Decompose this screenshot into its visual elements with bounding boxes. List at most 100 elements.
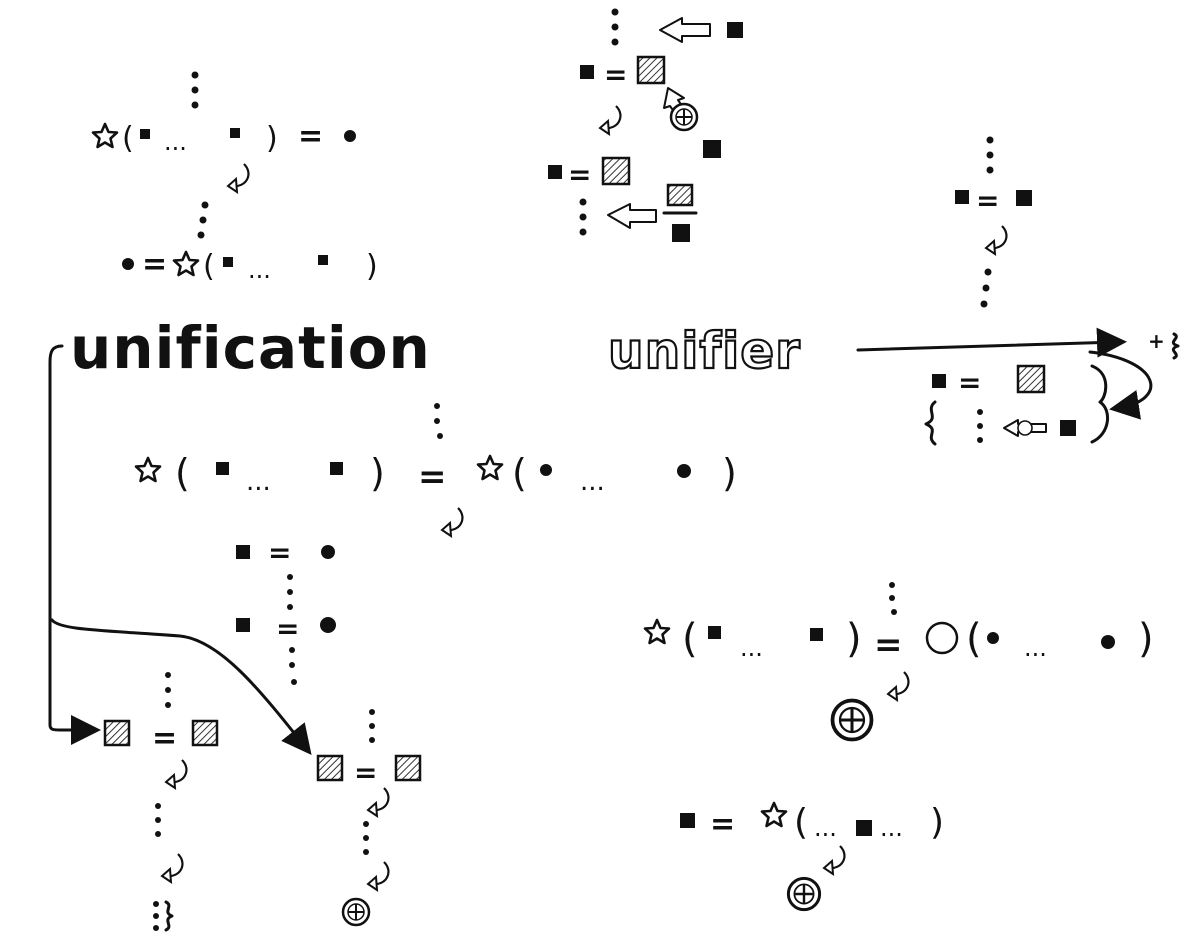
solid-square-icon: [727, 22, 743, 38]
crossed-circle-icon: [1017, 420, 1033, 436]
rule-center-decompose: ( ... ) = ( ... ) = =: [134, 403, 737, 685]
close-paren: ): [722, 451, 737, 495]
equals-sign: =: [958, 366, 981, 399]
equals-sign: =: [568, 158, 591, 191]
vertical-dots: [153, 901, 159, 931]
equals-sign: =: [268, 536, 291, 569]
open-paren: (: [794, 802, 808, 843]
unifier-result: + =: [856, 327, 1180, 446]
star-icon: [760, 801, 788, 828]
open-paren: (: [682, 616, 698, 662]
curl-arrow-icon: [598, 104, 622, 136]
rule-delete: =: [103, 672, 219, 932]
brace-icon: [1171, 332, 1180, 360]
solid-square-icon: [580, 65, 594, 79]
ellipsis: ...: [246, 467, 271, 497]
branch-arrow-delete: [48, 344, 101, 745]
hatched-square-icon: [666, 183, 694, 207]
unifier-arrow: [856, 327, 1127, 358]
hatched-square-icon: [316, 754, 344, 782]
branch-arrow-eliminate: [50, 618, 312, 756]
ellipsis: ...: [248, 256, 271, 284]
solid-square-icon: [856, 820, 872, 836]
solid-dot-icon: [344, 130, 356, 142]
star-icon: [643, 618, 671, 645]
ellipsis: ...: [880, 814, 903, 842]
rule-occurs-check: = ( ... ... ): [680, 801, 944, 912]
solid-square-icon: [223, 257, 233, 267]
vertical-dots: [369, 709, 375, 743]
ellipsis: ...: [580, 467, 605, 497]
close-paren: ): [266, 121, 278, 156]
equals-sign: =: [142, 247, 167, 282]
solid-square-icon: [236, 618, 250, 632]
open-paren: (: [966, 616, 982, 662]
star-icon: [91, 122, 119, 149]
equals-sign: =: [276, 612, 299, 645]
close-paren: ): [846, 616, 862, 662]
left-arrow-icon: [1003, 419, 1047, 437]
unification-title: unification: [70, 314, 431, 382]
curl-arrow-icon: [366, 860, 390, 892]
hatched-square-icon: [601, 156, 631, 186]
hatched-square-icon: [103, 719, 131, 747]
vertical-dots: [986, 136, 994, 174]
solid-square-icon: [230, 128, 240, 138]
solid-square-icon: [708, 626, 721, 639]
solid-square-icon: [932, 374, 946, 388]
equals-sign: =: [298, 119, 323, 154]
solid-dot-icon: [987, 632, 999, 644]
solid-dot-icon: [320, 617, 336, 633]
close-paren: ): [1138, 616, 1154, 662]
solid-square-icon: [955, 190, 969, 204]
solid-dot-icon: [1101, 635, 1115, 649]
open-paren: (: [512, 451, 527, 495]
close-paren: ): [930, 802, 944, 843]
ellipsis: ...: [1024, 634, 1047, 662]
right-brace-icon: [1090, 364, 1109, 444]
open-paren: (: [122, 121, 134, 156]
vertical-dots: [889, 582, 897, 615]
vertical-dots: [363, 821, 369, 855]
solid-square-icon: [236, 545, 250, 559]
plus-sign: +: [1148, 329, 1165, 353]
vertical-dots: [977, 409, 983, 443]
vertical-dots: [434, 403, 443, 439]
rule-clash: ( ... ) = ( ... ): [643, 582, 1154, 742]
equals-sign: =: [976, 184, 999, 217]
solid-dot-icon: [321, 545, 335, 559]
left-arrow-icon: [607, 203, 657, 229]
vertical-dots: [191, 71, 199, 109]
vertical-dots: [579, 198, 587, 236]
hatched-square-icon: [394, 754, 422, 782]
brace-icon: [164, 900, 174, 932]
rule-top-left: ( ... ) = = ( ... ): [91, 71, 378, 284]
curl-arrow-icon: [440, 506, 464, 538]
curl-arrow-icon: [822, 844, 846, 876]
vertical-dots: [980, 268, 992, 308]
equals-sign: =: [710, 807, 735, 842]
rule-delete-fail: =: [316, 709, 422, 927]
solid-square-icon: [1060, 420, 1076, 436]
curl-arrow-icon: [984, 224, 1008, 256]
equals-sign: =: [418, 457, 447, 497]
curl-arrow-icon: [160, 852, 184, 884]
ellipsis: ...: [740, 634, 763, 662]
curl-arrow-icon: [226, 162, 250, 194]
vertical-dots: [155, 803, 161, 837]
failure-icon: [341, 897, 371, 927]
vertical-dots: [197, 201, 209, 239]
unifier-title: unifier: [608, 322, 801, 380]
left-arrow-icon: [659, 17, 711, 43]
solid-square-icon: [1016, 190, 1032, 206]
solid-square-icon: [140, 129, 150, 139]
equals-sign: =: [354, 756, 377, 789]
curl-arrow-icon: [164, 758, 188, 790]
solid-square-icon: [548, 165, 562, 179]
solid-square-icon: [318, 255, 328, 265]
solid-dot-icon: [677, 464, 691, 478]
hollow-circle-icon: [925, 621, 959, 655]
rule-top-right: =: [955, 136, 1032, 308]
hatched-square-icon: [191, 719, 219, 747]
